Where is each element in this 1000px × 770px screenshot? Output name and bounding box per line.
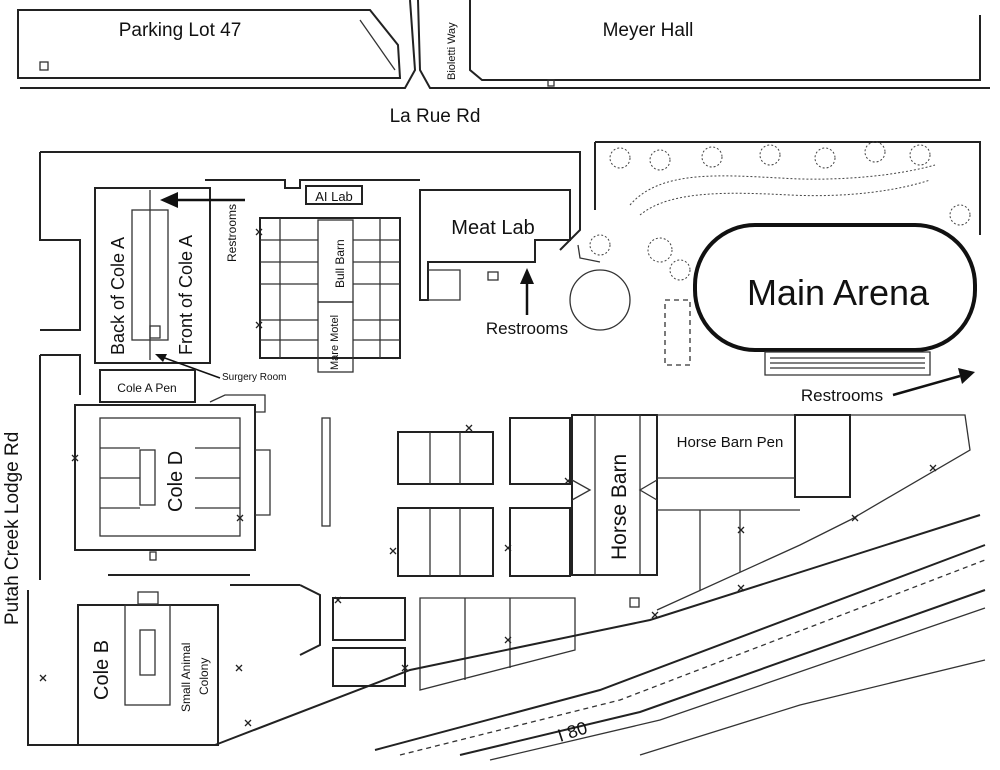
cole-b-label: Cole B	[91, 640, 113, 700]
cole-b-building	[77, 591, 219, 746]
small-animal-label-2: Colony	[197, 658, 211, 695]
horse-barn-pen	[656, 414, 971, 611]
top-roads	[17, 0, 990, 89]
landscape-area	[569, 141, 981, 366]
ai-lab-building	[205, 179, 420, 205]
cole-a-pen	[99, 369, 196, 403]
cole-d-label: Cole D	[165, 451, 187, 512]
bull-barn-label: Bull Barn	[333, 239, 347, 288]
restrooms-arena-label: Restrooms	[801, 386, 883, 405]
arrow-arena-restrooms	[892, 368, 975, 397]
bull-barn-building	[259, 217, 401, 373]
front-of-cole-a-label: Front of Cole A	[176, 235, 196, 355]
parking-lot-label: Parking Lot 47	[119, 20, 242, 41]
surgery-room-label: Surgery Room	[222, 372, 286, 383]
mare-motel-label: Mare Motel	[329, 315, 341, 370]
restrooms-meat-lab-label: Restrooms	[486, 319, 568, 338]
cole-d-building	[74, 404, 271, 561]
cole-a-building	[94, 187, 211, 364]
ai-lab-label: AI Lab	[315, 189, 353, 204]
pens-middle	[332, 417, 576, 691]
divider-strip	[321, 417, 331, 527]
surgery-arrow	[155, 354, 221, 379]
fence-markers	[39, 228, 937, 727]
cole-a-pen-label: Cole A Pen	[117, 381, 176, 395]
highway-label: I 80	[555, 718, 590, 746]
arrow-meat-lab-restrooms	[520, 268, 534, 315]
back-of-cole-a-label: Back of Cole A	[108, 237, 128, 355]
horse-barn-building	[571, 414, 658, 608]
small-animal-label-1: Small Animal	[179, 643, 193, 712]
horse-barn-pen-label: Horse Barn Pen	[677, 434, 784, 451]
main-arena	[693, 223, 977, 376]
la-rue-rd-label: La Rue Rd	[390, 106, 481, 127]
putah-creek-rd-label: Putah Creek Lodge Rd	[2, 432, 23, 625]
arrow-to-cole-a	[160, 192, 245, 208]
bioletti-way-label: Bioletti Way	[446, 22, 458, 80]
restrooms-cole-label: Restrooms	[225, 204, 239, 262]
main-arena-label: Main Arena	[747, 272, 930, 313]
meat-lab-label: Meat Lab	[451, 217, 534, 239]
meyer-hall-label: Meyer Hall	[603, 20, 694, 41]
horse-barn-label: Horse Barn	[608, 454, 631, 560]
highway-i80	[214, 514, 986, 761]
meat-lab-building	[419, 189, 571, 301]
